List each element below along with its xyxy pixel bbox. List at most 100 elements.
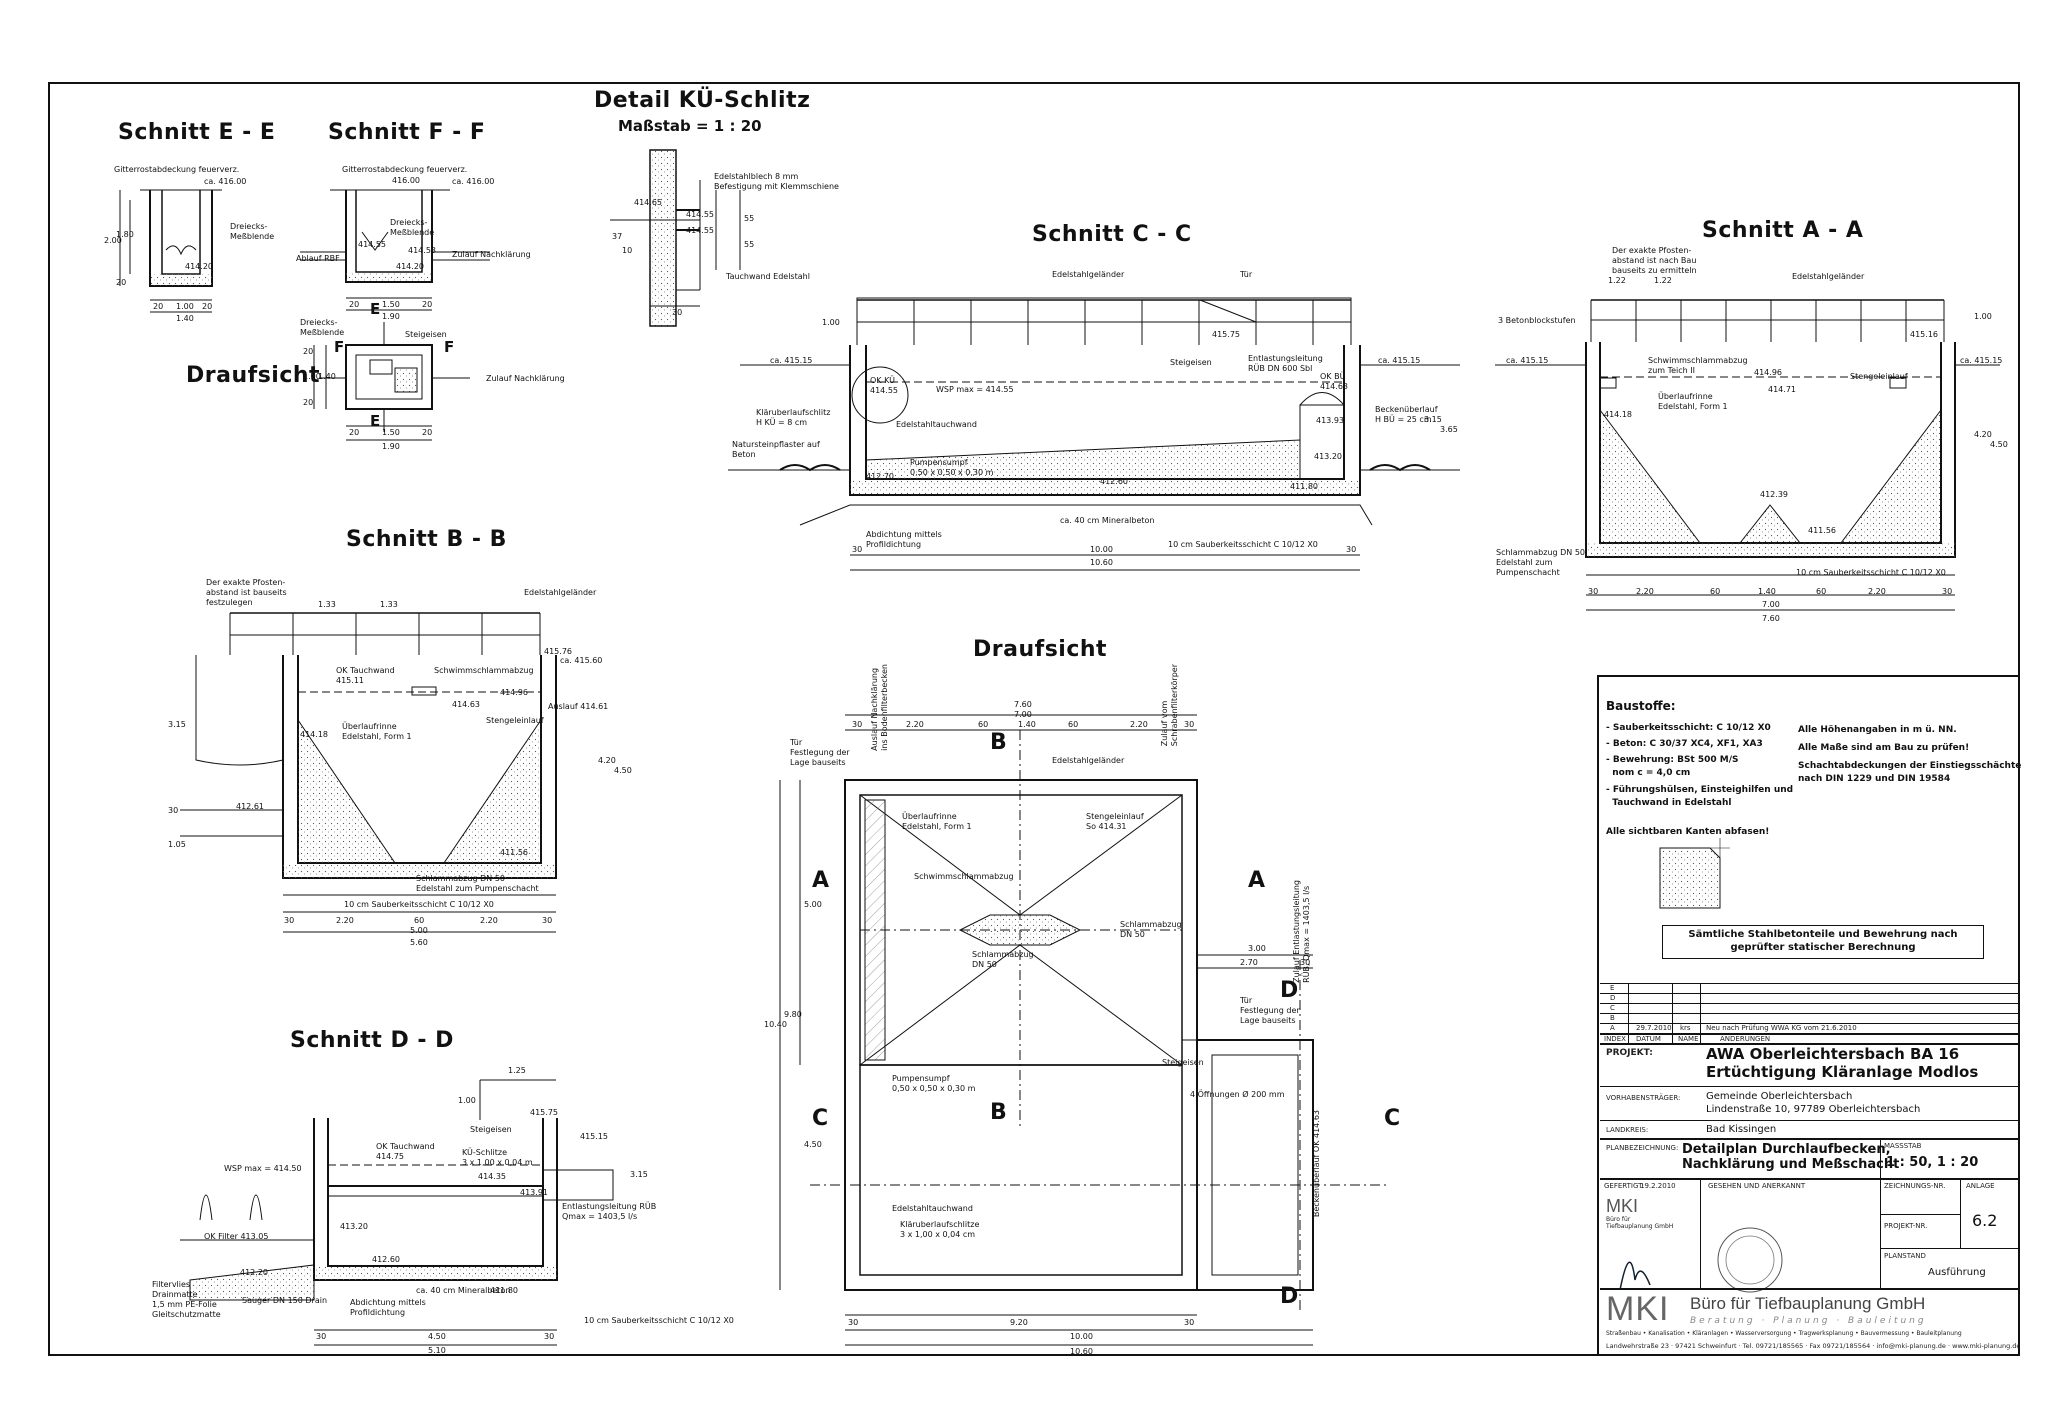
main-sec-b-bottom: B xyxy=(990,1100,1008,1125)
main-pumpe: Pumpensumpf 0,50 x 0,50 x 0,30 m xyxy=(892,1074,976,1093)
tb-idx-a-name: krs xyxy=(1680,1024,1691,1032)
aa-d4: 1.40 xyxy=(1758,587,1776,596)
drawing-schnitt-dd xyxy=(180,1079,614,1346)
detail-l1: 414.65 xyxy=(634,198,662,207)
bb-gelaender: Edelstahlgeländer xyxy=(524,588,597,597)
bb-d1: 30 xyxy=(284,916,295,925)
aa-d1: 30 xyxy=(1588,587,1599,596)
drawing-schnitt-aa xyxy=(1495,299,2000,611)
ds-small-h3: 20 xyxy=(303,398,314,407)
ds-small-w3: 20 xyxy=(422,428,433,437)
bb-l2: ca. 415.60 xyxy=(560,656,603,665)
tb-anlage-label: ANLAGE xyxy=(1966,1182,1995,1190)
tb-h-aend: ÄNDERUNGEN xyxy=(1720,1035,1771,1043)
tb-gefertigt-label: GEFERTIGT: xyxy=(1604,1182,1645,1190)
main-rinne: Überlaufrinne Edelstahl, Form 1 xyxy=(902,812,972,831)
ff-dim-w2: 1.50 xyxy=(382,300,400,309)
main-tuer2: Tür Festlegung der Lage bauseits xyxy=(1240,996,1300,1025)
tb-mki-logo: MKI xyxy=(1606,1290,1670,1328)
aa-t2: 1.22 xyxy=(1654,276,1672,285)
dd-entl: Entlastungsleitung RÜB Qmax = 1403,5 l/s xyxy=(562,1202,657,1221)
ds-small-h1: 20 xyxy=(303,347,314,356)
main-b2: 10.00 xyxy=(1070,1332,1093,1341)
aa-l3: 415.16 xyxy=(1910,330,1938,339)
bb-rinne: Überlaufrinne Edelstahl, Form 1 xyxy=(342,722,412,741)
tb-massstab: 1 : 50, 1 : 20 xyxy=(1886,1155,1979,1170)
ds-small-steig: Steigeisen xyxy=(405,330,447,339)
tb-massstab-label: MASSSTAB xyxy=(1884,1142,1922,1150)
detail-blech: Edelstahlblech 8 mm Befestigung mit Klem… xyxy=(714,172,839,191)
main-zulentl: Zulauf Entlastungsleitung RÜB, Qmax = 14… xyxy=(1292,880,1311,983)
tb-b2: - Beton: C 30/37 XC4, XF1, XA3 xyxy=(1606,739,1763,749)
tb-planstand-label: PLANSTAND xyxy=(1884,1252,1926,1260)
main-ausl: Auslauf Nachklärung ins Bodenfilterbecke… xyxy=(870,664,889,751)
tb-projnr-label: PROJEKT-NR. xyxy=(1884,1222,1928,1230)
ff-dim-w1: 20 xyxy=(349,300,360,309)
aa-l6: 414.18 xyxy=(1604,410,1632,419)
aa-l4: 414.96 xyxy=(1754,368,1782,377)
main-v4: 4.50 xyxy=(804,1140,822,1149)
main-stengel: Stengeleinlauf So 414.31 xyxy=(1086,812,1144,831)
main-v1: 5.00 xyxy=(804,900,822,909)
cc-h1: 1.00 xyxy=(822,318,840,327)
main-sec-c-right: C xyxy=(1384,1106,1401,1131)
dd-l6: 412.60 xyxy=(372,1255,400,1264)
ff-blende-label: Dreiecks- Meßblende xyxy=(390,218,435,237)
tb-zeichn-label: ZEICHNUNGS-NR. xyxy=(1884,1182,1946,1190)
dd-tauch: OK Tauchwand 414.75 xyxy=(376,1142,435,1161)
cc-wsp: WSP max = 414.55 xyxy=(936,385,1014,394)
ds-small-h2: 1.00 xyxy=(303,372,321,381)
aa-l2: ca. 415.15 xyxy=(1960,356,2003,365)
bb-h3: 4.50 xyxy=(614,766,632,775)
bb-l4: 414.63 xyxy=(452,700,480,709)
main-v3: 10.40 xyxy=(764,1020,787,1029)
dd-t: 1.25 xyxy=(508,1066,526,1075)
ds-small-ht: 1.40 xyxy=(318,372,336,381)
bb-t2: 1.33 xyxy=(380,600,398,609)
main-t1: 7.60 xyxy=(1014,700,1032,709)
tb-b3: - Bewehrung: BSt 500 M/S nom c = 4,0 cm xyxy=(1606,755,1739,778)
aa-h3: 4.50 xyxy=(1990,440,2008,449)
tb-vorhaben-label: VORHABENSTRÄGER: xyxy=(1606,1094,1681,1102)
main-b1: 9.20 xyxy=(1010,1318,1028,1327)
tb-r2: Alle Maße sind am Bau zu prüfen! xyxy=(1798,743,1970,753)
ee-level-top: ca. 416.00 xyxy=(204,177,247,186)
cc-abdicht: Abdichtung mittels Profildichtung xyxy=(866,530,942,549)
dd-w2: 4.50 xyxy=(428,1332,446,1341)
drawing-draufsicht-main xyxy=(779,714,1390,1346)
ds-small-wt: 1.90 xyxy=(382,442,400,451)
drawing-schnitt-ff xyxy=(300,189,490,311)
ee-dim-w2: 1.00 xyxy=(176,302,194,311)
aa-dm: 7.00 xyxy=(1762,600,1780,609)
drawing-detail-ku xyxy=(610,149,741,327)
tb-planstand: Ausführung xyxy=(1928,1267,1986,1278)
bb-pfosten: Der exakte Pfosten- abstand ist bauseits… xyxy=(206,578,287,607)
cc-l7: 413.93 xyxy=(1316,416,1344,425)
bb-dm: 5.00 xyxy=(410,926,428,935)
bb-l7: 411.56 xyxy=(500,848,528,857)
dd-sauger: Sauger DN 150 Drain xyxy=(242,1296,328,1305)
tb-claim: Beratung · Planung · Bauleitung xyxy=(1690,1316,1927,1326)
tb-idx-a: A xyxy=(1610,1024,1615,1032)
cc-okku: OK KÜ 414.55 xyxy=(870,376,898,395)
tb-stahl: Sämtliche Stahlbetonteile und Bewehrung … xyxy=(1688,929,1958,953)
bb-auslauf: Auslauf 414.61 xyxy=(548,702,609,711)
main-steig: Steigeisen xyxy=(1162,1058,1204,1067)
dd-wt: 5.10 xyxy=(428,1346,446,1355)
ee-dim-wt: 1.40 xyxy=(176,314,194,323)
ds-small-w2: 1.50 xyxy=(382,428,400,437)
ee-dim-w3: 20 xyxy=(202,302,213,311)
bb-h4: 30 xyxy=(168,806,179,815)
tb-rev-table xyxy=(1600,983,2020,1036)
ds-small-zulauf: Zulauf Nachklärung xyxy=(486,374,565,383)
detail-l3: 414.55 xyxy=(686,226,714,235)
bb-h5: 1.05 xyxy=(168,840,186,849)
drawing-schnitt-cc xyxy=(728,297,1460,571)
bb-l5: 414.18 xyxy=(300,730,328,739)
main-sec-d-bottom: D xyxy=(1280,1284,1299,1309)
ff-grate-label: Gitterrostabdeckung feuerverz. xyxy=(342,165,468,174)
tb-landkreis: Bad Kissingen xyxy=(1706,1124,1777,1135)
tb-idx-c: C xyxy=(1610,1004,1615,1012)
drawing-draufsicht-small xyxy=(313,322,470,441)
